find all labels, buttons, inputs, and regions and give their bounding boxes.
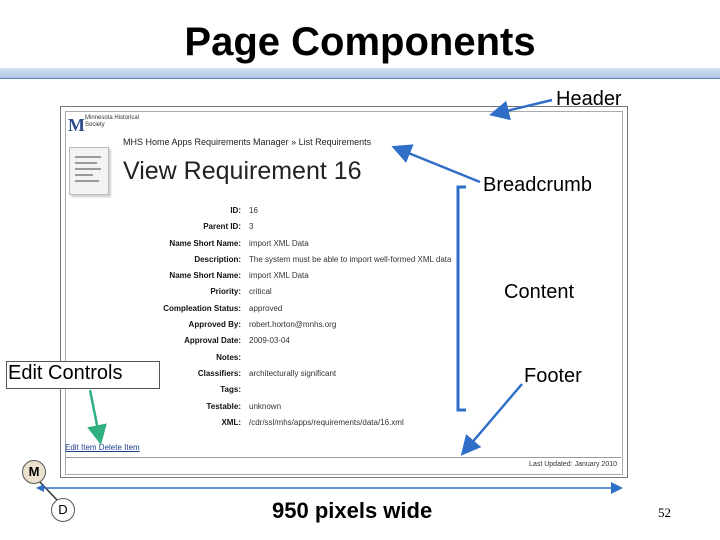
edit-delete-links[interactable]: Edit Item Delete Item: [65, 443, 140, 452]
field-row: Classifiers: architecturally significant: [81, 366, 481, 382]
slide-number: 52: [658, 505, 671, 520]
field-value: critical: [249, 287, 272, 297]
footer-callout: Footer: [524, 365, 582, 387]
title-band: [0, 68, 720, 78]
field-value: 16: [249, 206, 258, 215]
edit-controls-callout: Edit Controls: [8, 362, 123, 384]
field-value: /cdr/ssl/mhs/apps/requirements/data/16.x…: [249, 417, 404, 427]
field-row: Compleation Status: approved: [81, 301, 481, 317]
field-label: Priority:: [210, 287, 241, 297]
field-row: Parent ID: 3: [81, 219, 481, 235]
last-updated: Last Updated: January 2010: [529, 461, 617, 468]
footer-divider: [65, 457, 621, 458]
width-label: 950 pixels wide: [272, 498, 433, 523]
field-row: Testable: unknown: [81, 399, 481, 415]
field-row: Name Short Name: import XML Data: [81, 236, 481, 252]
field-label: Description:: [194, 254, 241, 264]
field-label: Name Short Name:: [169, 271, 241, 281]
field-value: approved: [249, 303, 283, 313]
field-row: Description: The system must be able to i…: [81, 252, 481, 268]
field-row: Notes:: [81, 350, 481, 366]
content-callout: Content: [504, 281, 575, 303]
field-row: Name Short Name: import XML Data: [81, 268, 481, 284]
breadcrumb: MHS Home Apps Requirements Manager » Lis…: [123, 137, 372, 147]
document-icon: [69, 147, 109, 195]
field-label: XML:: [221, 417, 241, 427]
field-value: import XML Data: [249, 238, 309, 248]
node-m: M: [22, 460, 46, 484]
field-value: import XML Data: [249, 271, 309, 281]
field-label: Approved By:: [188, 320, 241, 330]
breadcrumb-callout: Breadcrumb: [483, 174, 592, 196]
field-row: XML: /cdr/ssl/mhs/apps/requirements/data/…: [81, 415, 481, 431]
width-left-arrowhead: [36, 484, 44, 492]
m-d-connector: [38, 480, 58, 501]
field-label: ID:: [230, 206, 241, 215]
field-row: Approval Date: 2009-03-04: [81, 333, 481, 349]
slide-title: Page Components: [184, 20, 536, 64]
field-label: Parent ID:: [203, 222, 241, 232]
field-row: Priority: critical: [81, 284, 481, 300]
field-value: The system must be able to import well-f…: [249, 254, 452, 264]
org-name: Minnesota Historical Society: [85, 115, 140, 128]
field-value: architecturally significant: [249, 368, 337, 378]
node-d: D: [51, 498, 75, 522]
field-row: ID: 16: [81, 203, 481, 219]
field-value: robert.horton@mnhs.org: [249, 320, 337, 330]
field-row: Approved By: robert.horton@mnhs.org: [81, 317, 481, 333]
title-rule: [0, 78, 720, 79]
header-callout: Header: [556, 88, 622, 110]
field-value: 2009-03-04: [249, 336, 290, 346]
field-value: 3: [249, 222, 254, 232]
field-label: Classifiers:: [197, 368, 241, 378]
field-row: Tags:: [81, 382, 481, 398]
field-label: Notes:: [216, 352, 241, 362]
field-label: Name Short Name:: [169, 238, 241, 248]
field-value: unknown: [249, 401, 282, 411]
field-label: Approval Date:: [184, 336, 241, 346]
edit-controls-box: [6, 361, 160, 389]
field-label: Tags:: [220, 385, 241, 395]
page-screenshot: M Minnesota Historical Society MHS Home …: [60, 106, 628, 478]
mhs-logo: M: [68, 115, 85, 135]
field-label: Compleation Status:: [163, 303, 241, 313]
page-heading: View Requirement 16: [123, 157, 362, 185]
screenshot-frame: [65, 111, 623, 475]
field-label: Testable:: [206, 401, 241, 411]
